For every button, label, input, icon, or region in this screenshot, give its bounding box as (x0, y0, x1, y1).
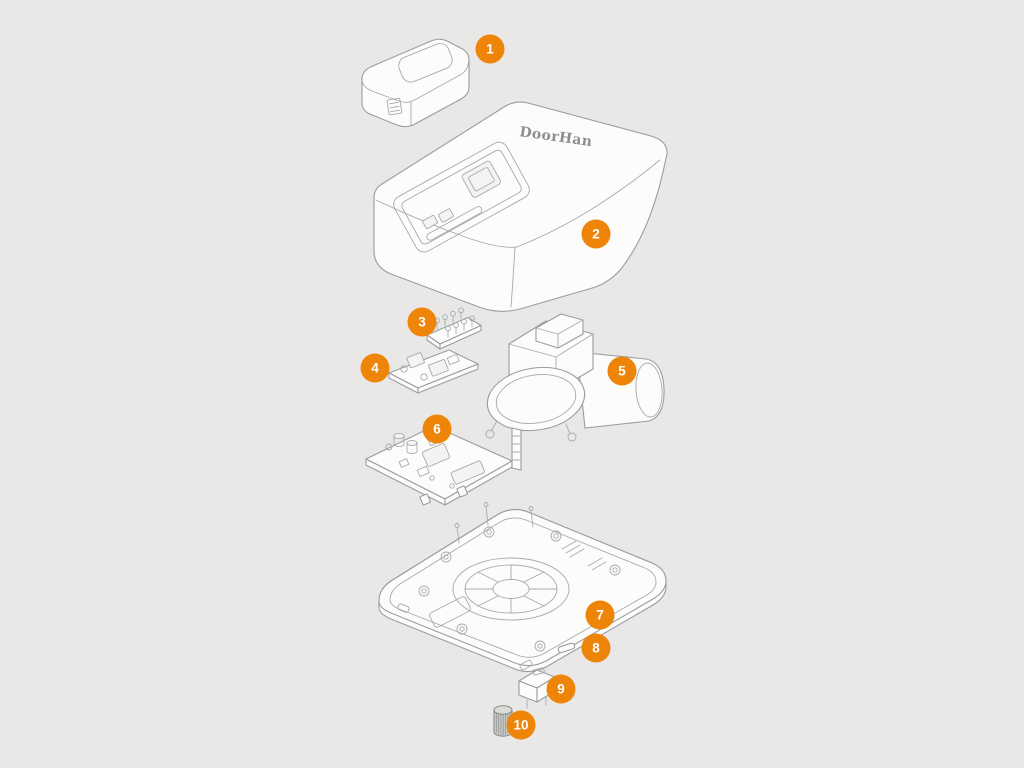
part-1-lamp-cover (361, 38, 470, 128)
vent-slots (561, 540, 607, 571)
part-badge-1: 1 (475, 34, 505, 64)
housing-control-panel (393, 141, 530, 253)
part-5-motor-assembly (485, 313, 665, 471)
lamp-cover-grille (386, 97, 403, 116)
part-badge-10: 10 (506, 710, 536, 740)
part-badge-8: 8 (581, 633, 611, 663)
gearbox (485, 366, 586, 442)
part-badge-7: 7 (585, 600, 615, 630)
part-2-main-housing: DoorHan (373, 101, 668, 312)
receiver-board-components (400, 352, 460, 381)
fan-housing (452, 557, 570, 621)
control-board-components (385, 430, 485, 506)
part-badge-3: 3 (407, 307, 437, 337)
motor-cylinder (576, 351, 665, 429)
part-badge-9: 9 (546, 674, 576, 704)
worm-shaft (511, 427, 522, 471)
part-badge-4: 4 (360, 353, 390, 383)
part-badge-2: 2 (581, 219, 611, 249)
guide-pins (454, 502, 534, 544)
part-8-light-pipe (557, 642, 576, 654)
part-badge-6: 6 (422, 414, 452, 444)
terminal-pins (434, 307, 475, 338)
part-4-receiver-board (388, 349, 479, 394)
part-badge-5: 5 (607, 356, 637, 386)
part-6-control-board (365, 425, 513, 506)
part-3-terminal-block (426, 307, 482, 350)
part-7-base-plate (378, 502, 667, 673)
